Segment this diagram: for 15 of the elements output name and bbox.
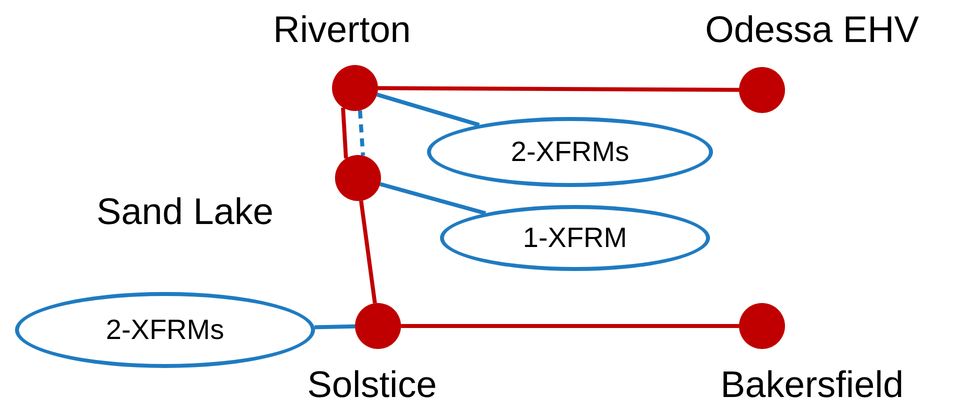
- connector-line: [401, 324, 739, 328]
- connector-line: [359, 200, 377, 304]
- connector-line: [376, 92, 480, 127]
- transformer-ellipse: 1-XFRM: [440, 205, 710, 271]
- transformer-ellipse: 2-XFRMs: [427, 117, 713, 187]
- station-label: Bakersfield: [719, 363, 905, 407]
- dashed-connector: [358, 110, 365, 156]
- connector-line: [378, 86, 739, 92]
- station-label: Riverton: [272, 8, 412, 52]
- station-label: Odessa EHV: [704, 8, 920, 52]
- connector-line: [380, 182, 486, 216]
- connector-line: [314, 324, 356, 330]
- transformer-ellipse: 2-XFRMs: [15, 292, 315, 368]
- connector-line: [341, 108, 348, 158]
- station-label: Sand Lake: [96, 190, 274, 234]
